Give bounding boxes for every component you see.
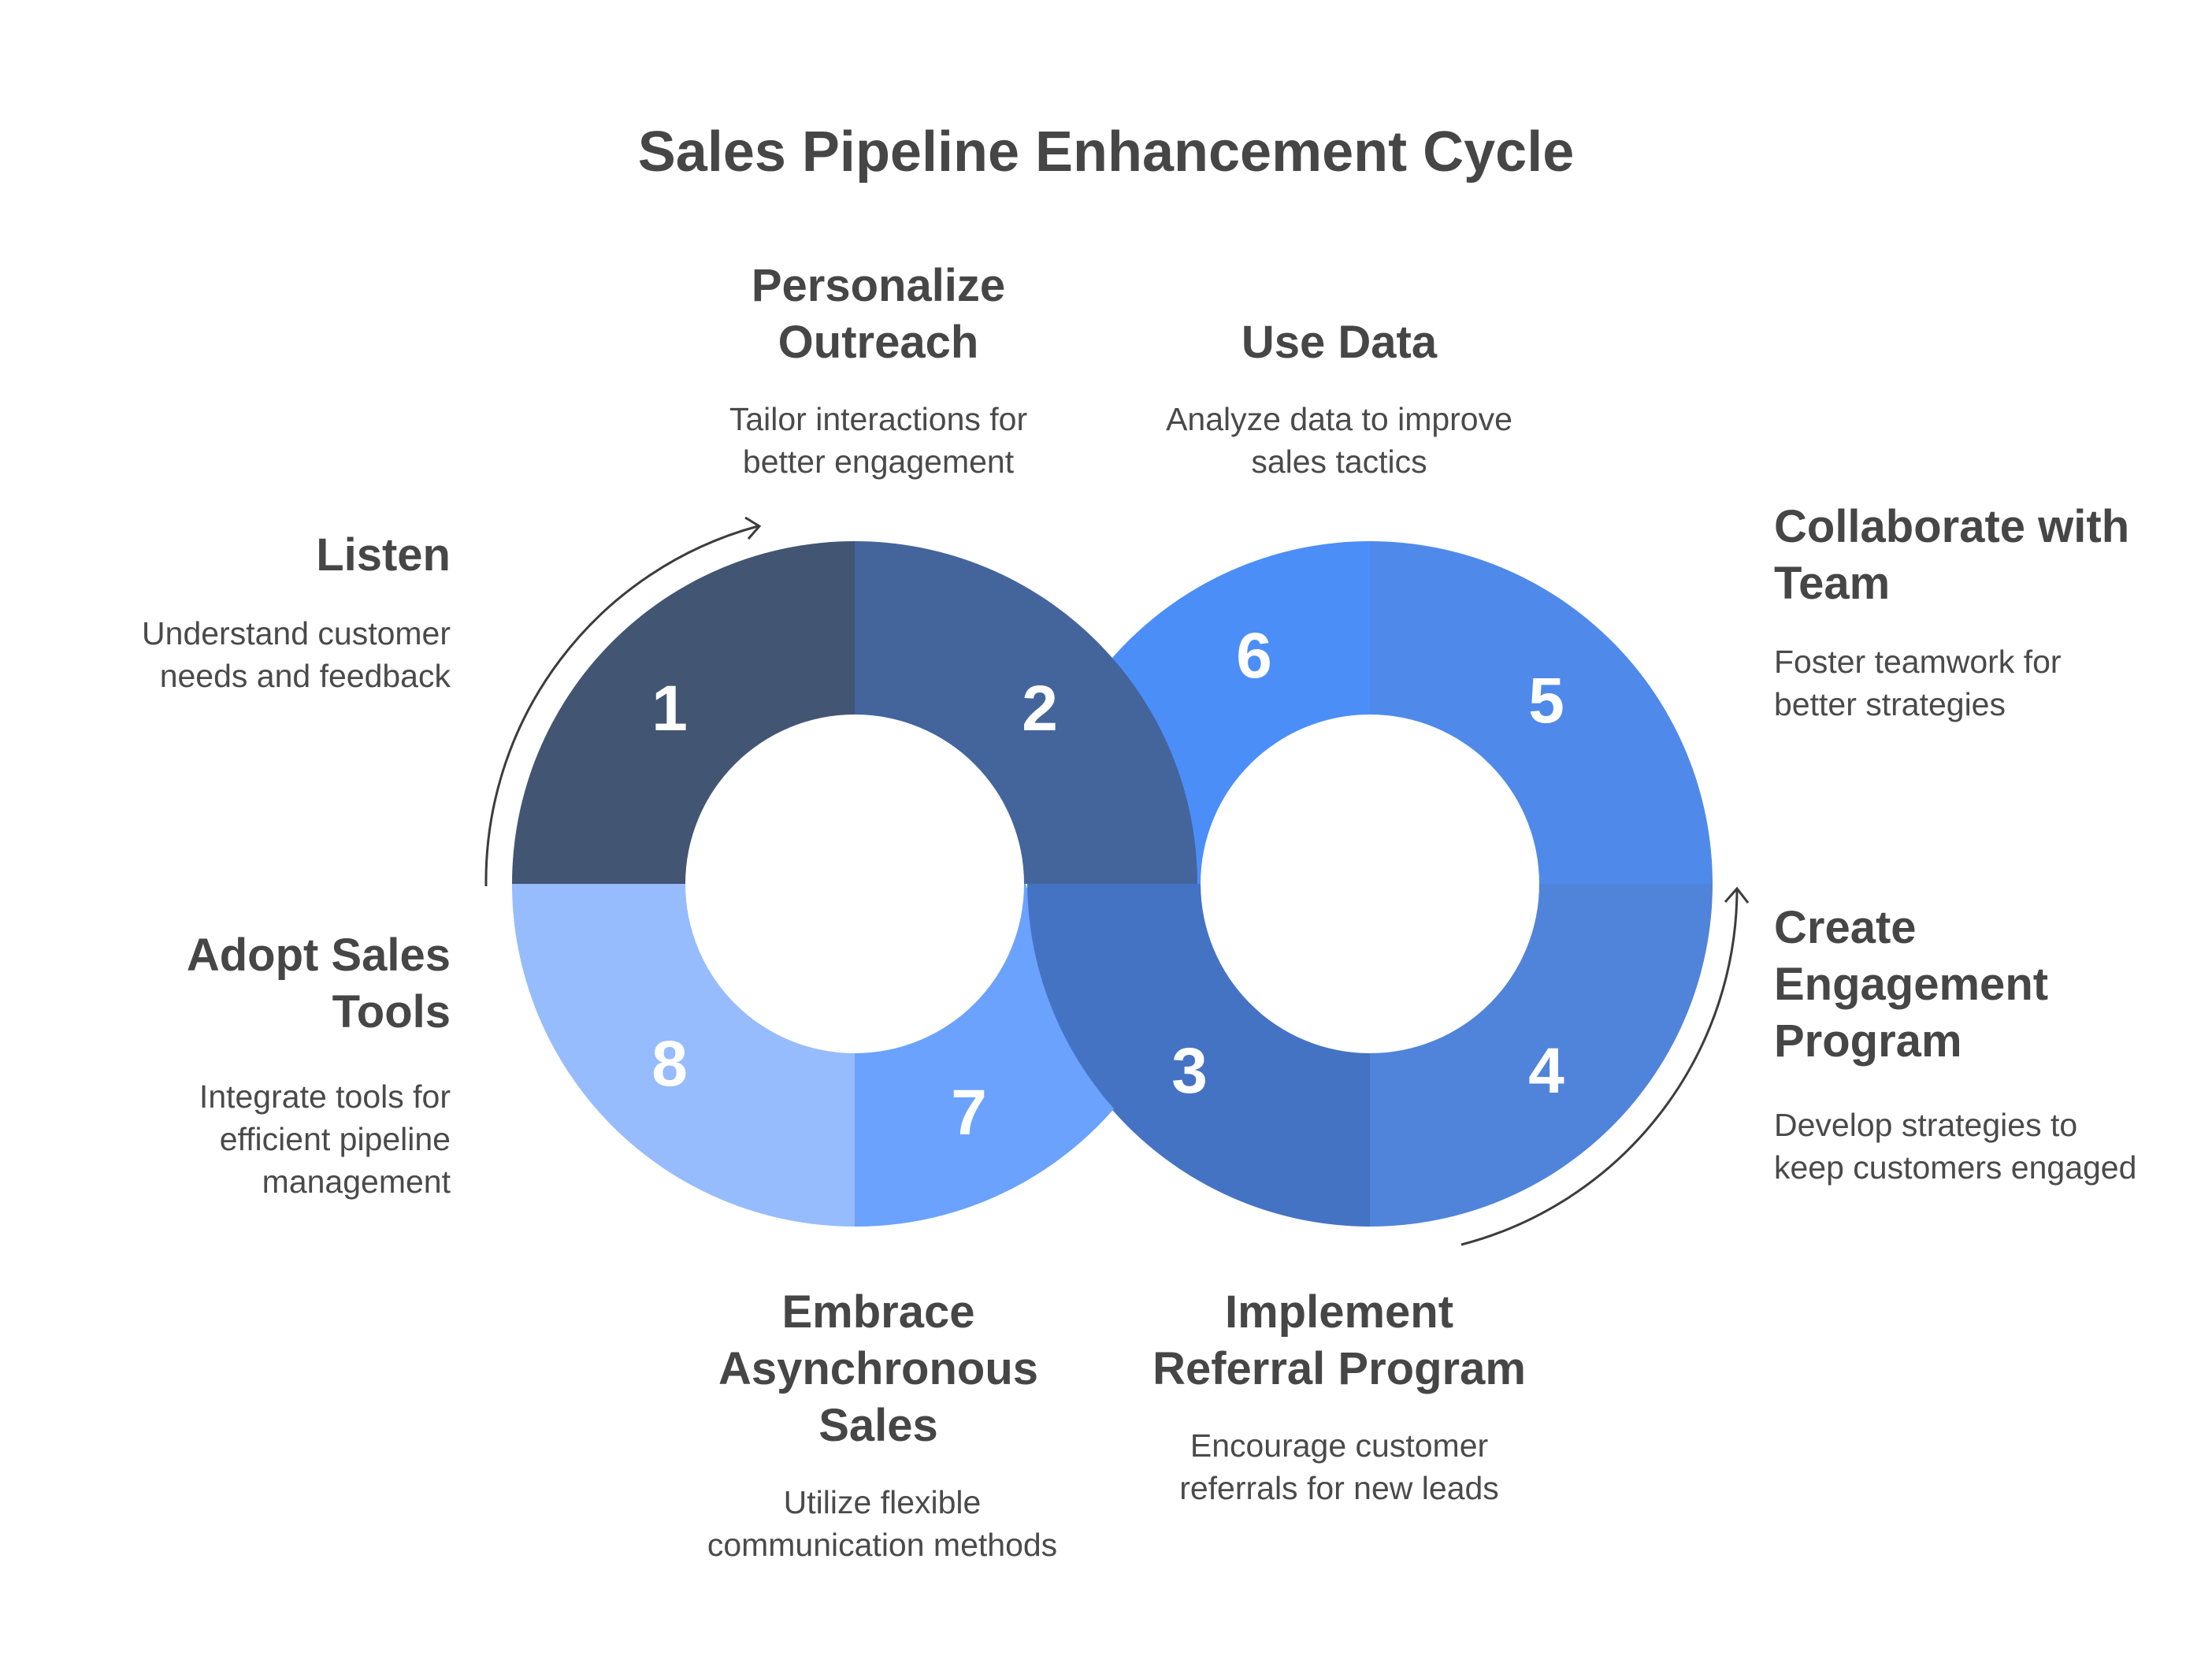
step-number-6: 6: [1236, 620, 1272, 692]
step-number-4: 4: [1528, 1035, 1564, 1107]
segment-2: [855, 541, 1197, 884]
cycle-arrow-left: [484, 525, 759, 887]
page-title: Sales Pipeline Enhancement Cycle: [637, 121, 1575, 184]
step-desc-7: Utilize flexible communication methods: [707, 1484, 1058, 1563]
cycle-arrow-right: [1460, 888, 1739, 1246]
step-title-6: Use Data: [1241, 317, 1438, 368]
step-number-1: 1: [651, 673, 688, 744]
step-number-5: 5: [1528, 665, 1564, 737]
step-desc-2: Tailor interactions for better engagemen…: [729, 401, 1028, 480]
cycle-arrow-right-head: [1724, 886, 1750, 904]
segment-1: [512, 541, 855, 884]
step-desc-4: Develop strategies to keep customers eng…: [1774, 1107, 2137, 1186]
segment-5: [1370, 541, 1713, 884]
step-title-4: Create Engagement Program: [1774, 902, 2049, 1067]
segment-3-overlap: [1027, 884, 1260, 1144]
segment-4: [1370, 884, 1713, 1227]
step-title-5: Collaborate with Team: [1774, 501, 2130, 609]
step-number-2: 2: [1022, 673, 1058, 744]
step-desc-8: Integrate tools for efficient pipeline m…: [199, 1078, 451, 1200]
step-title-2: Personalize Outreach: [751, 260, 1006, 368]
segment-8: [512, 884, 855, 1227]
step-desc-5: Foster teamwork for better strategies: [1774, 644, 2062, 722]
step-number-8: 8: [651, 1028, 688, 1100]
step-title-8: Adopt Sales Tools: [186, 930, 451, 1037]
step-number-3: 3: [1171, 1035, 1208, 1107]
step-number-7: 7: [951, 1077, 987, 1149]
segment-7: [855, 884, 1150, 1227]
step-title-7: Embrace Asynchronous Sales: [718, 1286, 1039, 1451]
step-title-3: Implement Referral Program: [1152, 1286, 1526, 1394]
step-desc-6: Analyze data to improve sales tactics: [1166, 401, 1512, 480]
step-desc-1: Understand customer needs and feedback: [142, 615, 451, 694]
step-title-1: Listen: [316, 529, 451, 581]
step-desc-3: Encourage customer referrals for new lea…: [1179, 1427, 1499, 1506]
cycle-arrow-left-head: [744, 516, 762, 540]
